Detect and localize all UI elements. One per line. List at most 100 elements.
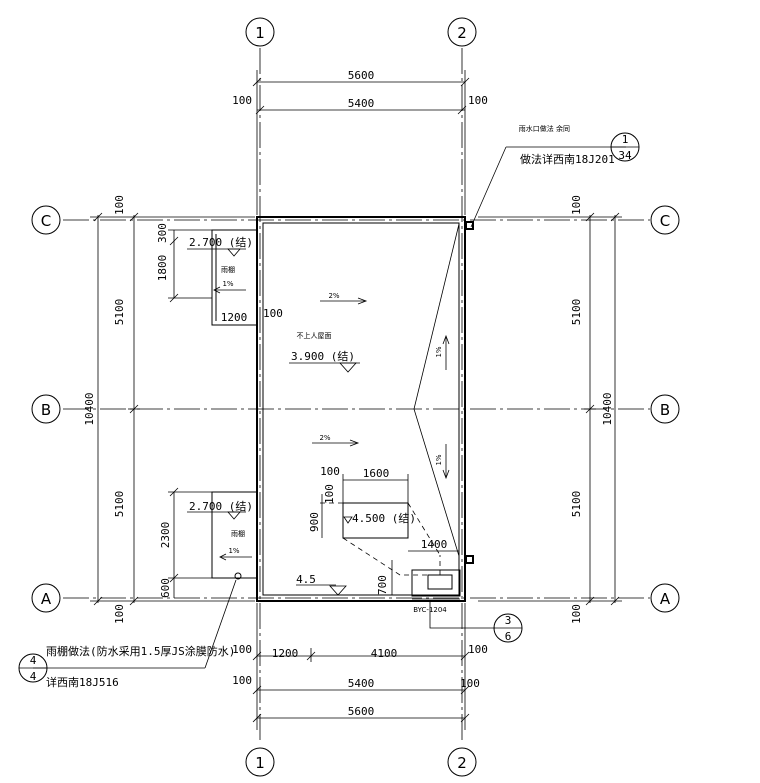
dim-canopy-600: 600 [159,578,172,598]
svg-text:34: 34 [618,149,632,162]
dim-left-100-top: 100 [113,195,126,215]
axis-bubble-2-bottom: 2 [447,747,477,777]
svg-text:不上人屋面: 不上人屋面 [297,331,332,340]
axis-bubble-b-right: B [650,394,680,424]
dim-inner-700: 700 [376,575,389,595]
axis-bubble-1-bottom: 1 [245,747,275,777]
svg-text:做法详西南18J201: 做法详西南18J201 [520,152,615,166]
svg-text:2: 2 [457,754,467,772]
dim-bottom-left-100-a: 100 [232,643,252,656]
svg-text:C: C [41,212,51,230]
callout-equipment: 3 6 [429,600,523,643]
dim-bottom-right-100-a: 100 [468,643,488,656]
dim-right-100-bottom: 100 [570,604,583,624]
axis-bubble-c-left: C [31,205,61,235]
elev-inner: 4.500 (结) [343,512,416,525]
dim-left-5100-top: 5100 [113,299,126,326]
dim-bottom-right-100-b: 100 [460,677,480,690]
dim-bottom-1200: 1200 [272,647,299,660]
svg-text:3.900 (结): 3.900 (结) [291,350,355,363]
svg-text:4.500 (结): 4.500 (结) [352,512,416,525]
svg-text:A: A [41,590,52,608]
axis-bubble-a-right: A [650,583,680,613]
dim-left: 100 5100 10400 5100 100 [83,195,255,624]
dim-right-100-top: 100 [570,195,583,215]
dim-inner-900: 900 [308,512,321,532]
axis-bubble-b-left: B [31,394,61,424]
dim-inner-100v: 100 [323,484,336,504]
axis-bubble-2-top: 2 [447,17,477,47]
slope-canopy-top: 1% [213,280,246,294]
axis-bubble-1-top: 1 [245,17,275,47]
roof-note: 不上人屋面 [297,331,332,340]
svg-text:2.700 (结): 2.700 (结) [189,236,253,249]
dim-top-left-100: 100 [232,94,252,107]
equipment-unit: BYC-1204 [411,569,461,614]
dim-left-overall: 10400 [83,392,96,425]
dim-canopy-300: 300 [156,223,169,243]
svg-text:B: B [41,401,51,419]
canopy-bottom [211,491,257,580]
dim-bottom-left-100-b: 100 [232,674,252,687]
building-outline [256,216,466,602]
svg-text:1%: 1% [435,454,443,465]
dim-right-5100-top: 5100 [570,299,583,326]
callout-canopy: 雨棚做法(防水采用1.5厚JS涂膜防水) 详西南18J516 4 4 [18,579,237,689]
dim-canopy-bottom: 2300 600 [159,487,212,598]
elev-roof: 3.900 (结) [289,350,360,373]
dim-right: 100 5100 10400 5100 100 [478,195,622,624]
dim-inner-100: 100 [320,465,340,478]
svg-text:2.700 (结): 2.700 (结) [189,500,253,513]
svg-text:B: B [660,401,670,419]
dim-bottom-overall: 5600 [348,705,375,718]
svg-text:1%: 1% [222,280,233,288]
dim-canopy-2300: 2300 [159,522,172,549]
svg-text:雨棚做法(防水采用1.5厚JS涂膜防水): 雨棚做法(防水采用1.5厚JS涂膜防水) [46,644,235,658]
svg-text:1%: 1% [435,346,443,357]
canopy-word-top: 雨棚 [221,265,235,274]
slope-canopy-bottom: 1% [219,547,252,561]
dim-bottom-4100: 4100 [371,647,398,660]
dim-inner-1400: 1400 [421,538,448,551]
dim-top-right-100: 100 [468,94,488,107]
callout-rain-outlet: 雨水口做法 余同 做法详西南18J201 1 34 [470,124,640,228]
roof-drain-bottom [465,555,474,564]
dim-bottom-inner: 5400 [348,677,375,690]
elev-canopy-top: 2.700 (结) 雨棚 [187,236,253,274]
dim-top-overall: 5600 [348,69,375,82]
svg-text:C: C [660,212,670,230]
canopy-word-bottom: 雨棚 [231,529,245,538]
drainage-lines [413,223,460,557]
dim-canopy-top: 300 1800 1200 100 [156,223,283,326]
dim-right-5100-bottom: 5100 [570,491,583,518]
dim-right-overall: 10400 [601,392,614,425]
axis-bubble-c-right: C [650,205,680,235]
svg-text:4: 4 [30,654,37,667]
roof-drain-top [465,221,474,230]
dim-inner: 100 1600 100 900 1400 700 4.5 [296,465,459,595]
svg-text:2%: 2% [319,434,330,442]
svg-text:1: 1 [255,754,265,772]
dim-left-100-bottom: 100 [113,604,126,624]
dim-left-5100-bottom: 5100 [113,491,126,518]
elev-canopy-bottom: 2.700 (结) 雨棚 [187,500,253,538]
dim-bottom: 100 1200 4100 100 100 5400 100 5600 [232,603,488,730]
slope-right-top: 1% [435,334,450,370]
dim-top-inner: 5400 [348,97,375,110]
slope-roof-top: 2% [320,292,368,305]
svg-text:1: 1 [255,24,265,42]
svg-text:3: 3 [505,614,512,627]
svg-text:A: A [660,590,671,608]
drain-triangle-45 [329,585,347,596]
dim-canopy-100: 100 [263,307,283,320]
dim-canopy-1800: 1800 [156,255,169,282]
slope-right-bottom: 1% [435,444,450,480]
svg-text:6: 6 [505,630,512,643]
svg-text:2%: 2% [328,292,339,300]
svg-text:1: 1 [622,133,629,146]
dim-inner-45: 4.5 [296,573,316,586]
svg-text:4: 4 [30,670,37,683]
svg-text:详西南18J516: 详西南18J516 [46,675,119,689]
